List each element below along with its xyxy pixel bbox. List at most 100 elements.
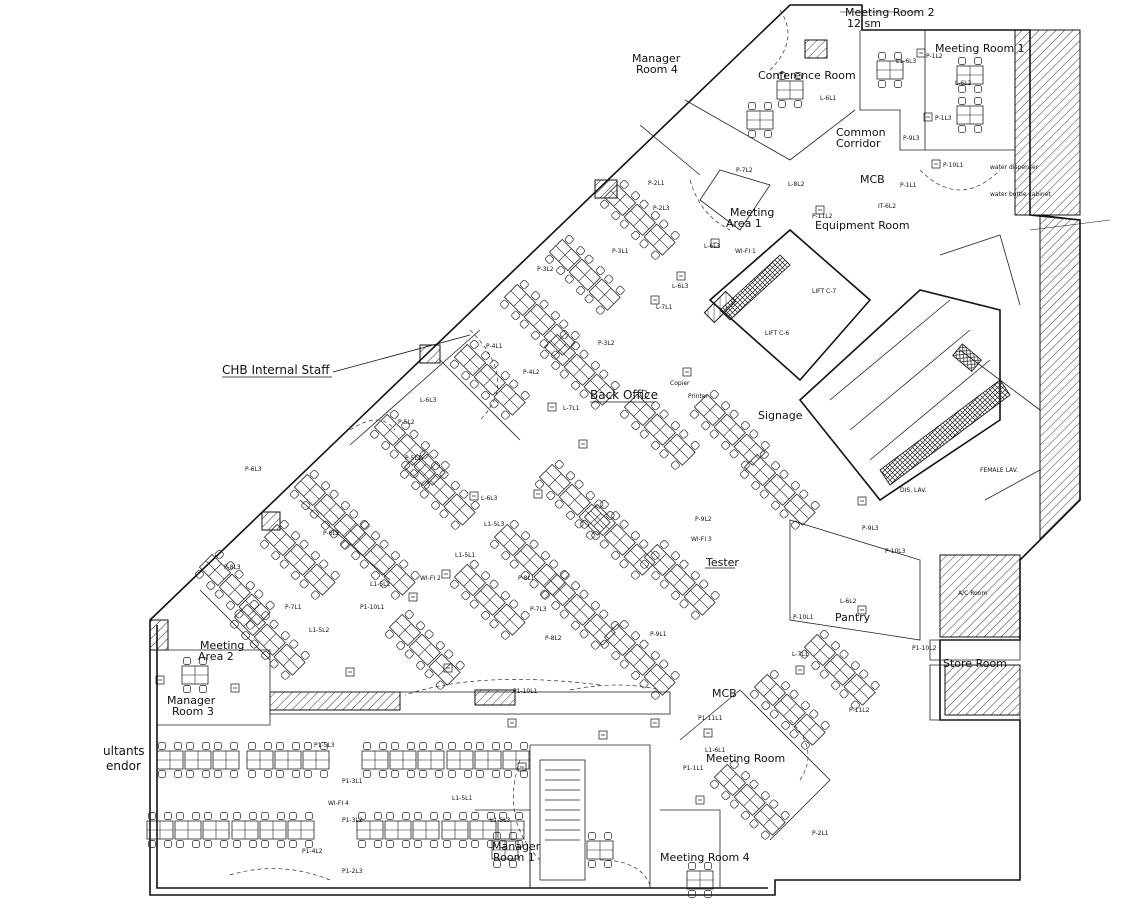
tag-label: P-2L1 <box>648 180 665 187</box>
tag-label: P1-2L3 <box>342 868 363 875</box>
tag-labels: L1-6L3 P-1L2 L-6L2 P-1L3 P-9L3 P-10L1 L-… <box>224 53 972 875</box>
tag-label: P-8L3 <box>224 564 241 571</box>
lift-core <box>708 228 1041 502</box>
tag-label: L-8L2 <box>788 181 805 188</box>
tag-label: P-9L3 <box>903 135 920 142</box>
tag-label: P-1L3 <box>935 115 952 122</box>
tag-label: P-10L3 <box>885 548 906 555</box>
building-outline <box>149 4 1081 896</box>
tag-label: L-6L2 <box>840 598 857 605</box>
label-tester: Tester <box>705 556 739 569</box>
tag-label: L-6L1 <box>820 95 837 102</box>
tag-label: L-7L1 <box>792 651 809 658</box>
label-lift-c6: LIFT C-6 <box>765 330 789 337</box>
tag-label: P1-1L1 <box>683 765 704 772</box>
label-equipment-room: Equipment Room <box>815 219 910 232</box>
label-lift-c7: LIFT C-7 <box>812 288 836 295</box>
tag-label: P-3L2 <box>598 340 615 347</box>
tag-label: L1-5L1 <box>455 552 475 559</box>
tag-label: P-4L1 <box>486 343 503 350</box>
tag-label: P1-4L2 <box>302 848 323 855</box>
tag-label: L-7L1 <box>563 405 580 412</box>
tag-label: P-1L1 <box>900 182 917 189</box>
tag-label: L1-5L2 <box>370 581 390 588</box>
tag-label: L-6L3 <box>704 243 721 250</box>
label-store-room: Store Room <box>943 657 1007 670</box>
tag-label: P-9L1 <box>650 631 667 638</box>
label-manager-room-1: Manager <box>492 840 541 853</box>
label-signage: Signage <box>758 409 803 422</box>
tag-label: P-3L1 <box>612 248 629 255</box>
tag-label: L-6L3 <box>672 283 689 290</box>
label-wifi-2: WI-FI 2 <box>420 575 441 582</box>
label-water-dispenser: water dispenser <box>990 164 1039 171</box>
room-labels: Meeting Room 2 12 sm Meeting Room 1 Mana… <box>103 6 1051 864</box>
label-manager-room-4: Manager <box>632 52 681 65</box>
label-copier: Copier <box>670 380 690 387</box>
label-wifi-4: WI-FI 4 <box>328 800 349 807</box>
label-consultants: ultants <box>103 744 145 758</box>
label-meeting-area-2-b: Area 2 <box>198 650 234 663</box>
label-meeting-room-3: Meeting Room <box>706 752 785 765</box>
label-back-office: Back Office <box>590 388 658 402</box>
tag-label: P-5L1 <box>405 455 422 462</box>
label-disabled-wc: DIS. LAV. <box>900 487 927 494</box>
label-chb-internal-staff: CHB Internal Staff <box>222 363 330 377</box>
label-meeting-room-2: Meeting Room 2 <box>845 6 935 19</box>
tag-label: P1-11L1 <box>698 715 723 722</box>
tag-label: P1-3L2 <box>342 817 363 824</box>
tag-label: P-7L2 <box>736 167 753 174</box>
label-vendor: endor <box>106 759 141 773</box>
label-meeting-area-1-b: Area 1 <box>726 217 762 230</box>
label-mcb-bottom: MCB <box>712 687 737 700</box>
tag-label: P-2L3 <box>653 205 670 212</box>
label-printer: Printer <box>688 393 708 400</box>
workstations <box>147 53 983 898</box>
label-common-corridor-b: Corridor <box>836 137 881 150</box>
label-manager-room-1-b: Room 1 <box>493 851 535 864</box>
tag-label: L-6L2 <box>955 80 972 87</box>
tag-label: P1-5L3 <box>314 742 335 749</box>
label-common-corridor: Common <box>836 126 886 139</box>
tag-label: P-7L3 <box>530 606 547 613</box>
label-manager-room-3-b: Room 3 <box>172 705 214 718</box>
tag-label: IT-6L2 <box>878 203 896 210</box>
tag-label: P-3L2 <box>537 266 554 273</box>
tag-label: P1-10L2 <box>912 645 937 652</box>
tag-label: P-8L2 <box>545 635 562 642</box>
label-meeting-room-1-top: Meeting Room 1 <box>935 42 1025 55</box>
label-conference-room: Conference Room <box>758 69 856 82</box>
tag-label: P-6L2 <box>323 530 340 537</box>
tag-label: L1-6L3 <box>896 58 916 65</box>
tag-markers <box>155 48 941 805</box>
label-wifi-1: WI-FI 1 <box>735 248 756 255</box>
interior-walls <box>157 30 1021 888</box>
tag-label: P-11L2 <box>849 707 870 714</box>
tag-label: P-6L3 <box>245 466 262 473</box>
label-manager-room-3: Manager <box>167 694 216 707</box>
tag-label: P-9L2 <box>695 516 712 523</box>
tag-label: P1-3L1 <box>342 778 363 785</box>
tag-label: P1-10L1 <box>513 688 538 695</box>
label-meeting-room-4: Meeting Room 4 <box>660 851 750 864</box>
label-meeting-area-2: Meeting <box>200 639 244 652</box>
leader-line <box>332 334 471 373</box>
tag-label: P1-10L1 <box>360 604 385 611</box>
tag-label: P-11L2 <box>812 213 833 220</box>
label-pantry: Pantry <box>835 611 871 624</box>
tag-label: P-10L1 <box>943 162 964 169</box>
tag-label: P-1L2 <box>926 53 943 60</box>
tag-label: L-7L1 <box>656 304 673 311</box>
leader-line <box>1029 219 1111 231</box>
label-water-bottle-cabinet: water bottle cabinet <box>990 191 1051 198</box>
label-mcb-top: MCB <box>860 173 885 186</box>
tag-label: P-5L2 <box>398 419 415 426</box>
tag-label: P-2L1 <box>812 830 829 837</box>
tag-label: P-9L3 <box>862 525 879 532</box>
label-manager-room-4-b: Room 4 <box>636 63 678 76</box>
tag-label: L-6L3 <box>420 397 437 404</box>
tag-label: L1-5L1 <box>452 795 472 802</box>
tag-label: P-4L2 <box>523 369 540 376</box>
label-female-lav: FEMALE LAV. <box>980 467 1018 474</box>
